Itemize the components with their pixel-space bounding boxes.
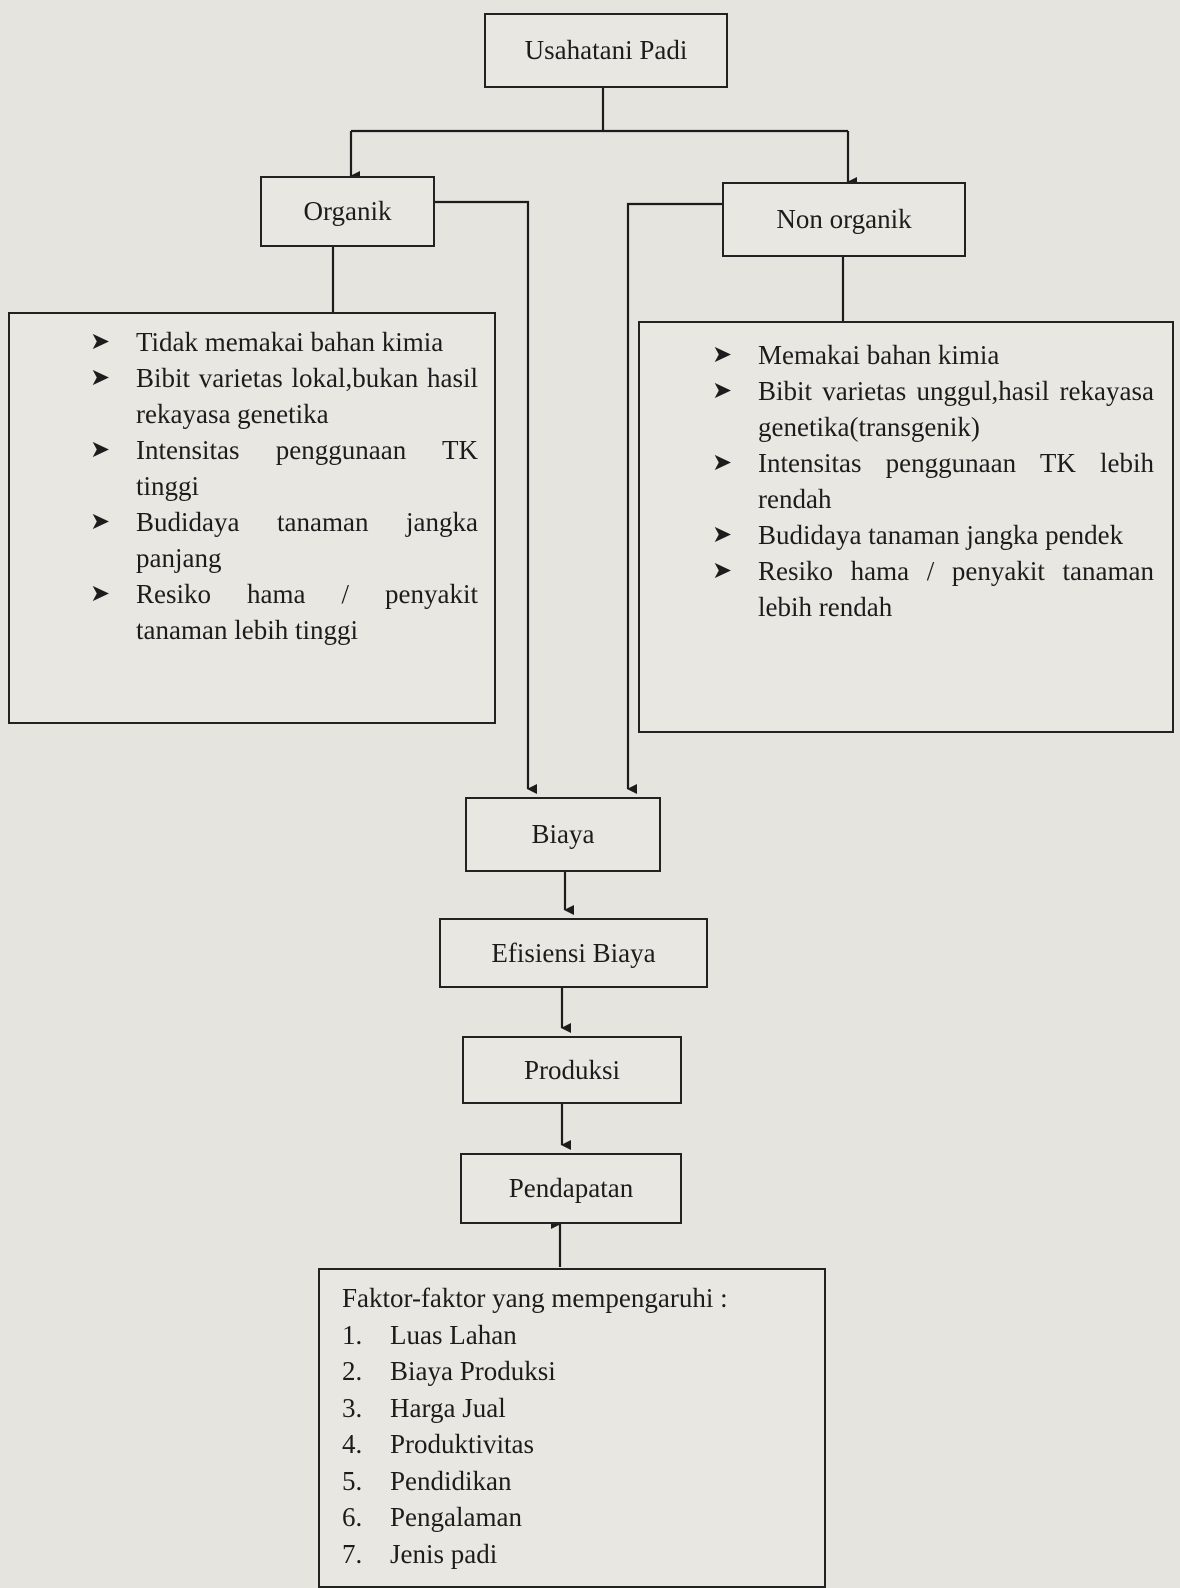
non-organic-traits-list: ➤Memakai bahan kimia ➤Bibit varietas ung…	[712, 337, 1154, 625]
node-biaya-label: Biaya	[531, 819, 595, 849]
node-pendapatan: Pendapatan	[460, 1153, 682, 1224]
factor-item: 2.Biaya Produksi	[342, 1356, 556, 1386]
node-usahatani-padi-label: Usahatani Padi	[524, 35, 688, 65]
arrow-bullet-icon: ➤	[90, 509, 111, 535]
arrow-bullet-icon: ➤	[90, 581, 111, 607]
node-organik-label: Organik	[303, 196, 392, 226]
node-produksi: Produksi	[462, 1036, 682, 1104]
organic-trait-item: ➤Tidak memakai bahan kimia	[90, 324, 478, 360]
organic-traits-box: ➤Tidak memakai bahan kimia ➤Bibit variet…	[8, 312, 496, 724]
arrow-bullet-icon: ➤	[90, 437, 111, 463]
non-organic-trait-item: ➤Budidaya tanaman jangka pendek	[712, 517, 1154, 553]
arrow-bullet-icon: ➤	[712, 342, 733, 368]
arrow-bullet-icon: ➤	[90, 365, 111, 391]
node-organik: Organik	[260, 176, 435, 247]
non-organic-trait-item: ➤Intensitas penggunaan TK lebih rendah	[712, 445, 1154, 517]
arrow-bullet-icon: ➤	[90, 329, 111, 355]
organic-trait-item: ➤Budidaya tanaman jangka panjang	[90, 504, 478, 576]
node-produksi-label: Produksi	[523, 1054, 621, 1085]
organic-trait-item: ➤Bibit varietas lokal,bukan hasil rekaya…	[90, 360, 478, 432]
factor-item: 7.Jenis padi	[342, 1538, 498, 1569]
arrow-bullet-icon: ➤	[712, 450, 733, 476]
node-non-organik: Non organik	[722, 182, 966, 257]
non-organic-trait-item: ➤Resiko hama / penyakit tanaman lebih re…	[712, 553, 1154, 625]
organic-trait-item: ➤Intensitas penggunaan TK tinggi	[90, 432, 478, 504]
arrow-bullet-icon: ➤	[712, 378, 733, 404]
organic-trait-item: ➤Resiko hama / penyakit tanaman lebih ti…	[90, 576, 478, 648]
node-efisiensi-biaya: Efisiensi Biaya	[439, 918, 708, 988]
factor-item: 4.Produktivitas	[342, 1429, 535, 1459]
factors-list: 1.Luas Lahan 2.Biaya Produksi 3.Harga Ju…	[342, 1317, 812, 1573]
factor-item: 1.Luas Lahan	[342, 1319, 517, 1350]
organic-traits-list: ➤Tidak memakai bahan kimia ➤Bibit variet…	[90, 324, 478, 648]
node-usahatani-padi: Usahatani Padi	[484, 13, 728, 88]
non-organic-traits-box: ➤Memakai bahan kimia ➤Bibit varietas ung…	[638, 321, 1174, 733]
factor-item: 5.Pendidikan	[342, 1465, 512, 1496]
node-non-organik-label: Non organik	[776, 204, 912, 234]
factors-heading: Faktor-faktor yang mempengaruhi :	[342, 1283, 728, 1313]
node-efisiensi-biaya-label: Efisiensi Biaya	[491, 937, 656, 968]
organic-to-cost	[433, 200, 537, 794]
arrow-bullet-icon: ➤	[712, 558, 733, 584]
non-organic-trait-item: ➤Bibit varietas unggul,hasil rekayasa ge…	[712, 373, 1154, 445]
factor-item: 6.Pengalaman	[342, 1502, 522, 1532]
factor-item: 3.Harga Jual	[342, 1392, 506, 1423]
arrow-bullet-icon: ➤	[712, 522, 733, 548]
factors-box: Faktor-faktor yang mempengaruhi : 1.Luas…	[318, 1268, 826, 1588]
non-organic-trait-item: ➤Memakai bahan kimia	[712, 337, 1154, 373]
non-organic-to-cost	[626, 202, 722, 794]
node-biaya: Biaya	[465, 797, 661, 872]
node-pendapatan-label: Pendapatan	[508, 1173, 634, 1203]
